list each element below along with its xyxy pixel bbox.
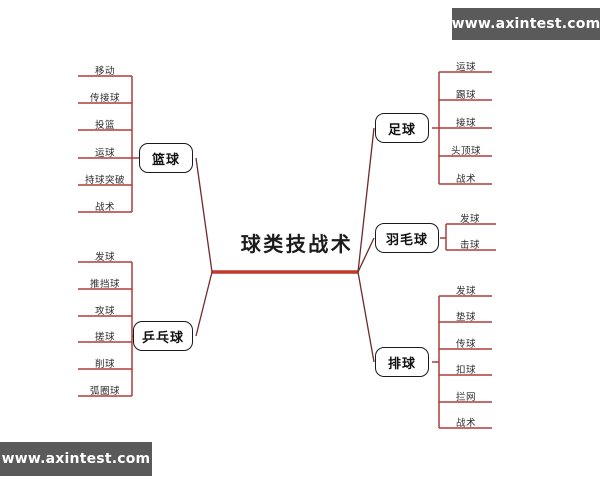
branch-line-football bbox=[357, 127, 375, 273]
leaf-football-2[interactable]: 接球 bbox=[455, 118, 477, 129]
leaf-basketball-5[interactable]: 战术 bbox=[94, 202, 116, 213]
leaf-table-tennis-3[interactable]: 搓球 bbox=[94, 332, 116, 343]
branch-label-table-tennis: 乒乓球 bbox=[141, 330, 184, 346]
leaf-table-tennis-4[interactable]: 削球 bbox=[94, 359, 116, 370]
branch-label-football: 足球 bbox=[387, 122, 416, 138]
leaf-volleyball-3[interactable]: 扣球 bbox=[455, 365, 477, 376]
leaf-football-3[interactable]: 头顶球 bbox=[450, 146, 482, 157]
branch-node-badminton[interactable]: 羽毛球 bbox=[375, 223, 439, 253]
leaf-football-1[interactable]: 踢球 bbox=[455, 90, 477, 101]
branch-node-basketball[interactable]: 篮球 bbox=[139, 143, 193, 173]
leaf-volleyball-2[interactable]: 传球 bbox=[455, 339, 477, 350]
leaf-basketball-4[interactable]: 持球突破 bbox=[84, 175, 126, 186]
leaf-table-tennis-1[interactable]: 推挡球 bbox=[89, 279, 121, 290]
branch-label-basketball: 篮球 bbox=[151, 152, 180, 168]
leaf-basketball-0[interactable]: 移动 bbox=[94, 66, 116, 77]
branch-line-volleyball bbox=[357, 271, 375, 363]
watermark-top-right: www.axintest.com bbox=[452, 8, 600, 40]
branch-label-badminton: 羽毛球 bbox=[385, 232, 428, 248]
leaf-basketball-3[interactable]: 运球 bbox=[94, 148, 116, 159]
branch-node-volleyball[interactable]: 排球 bbox=[375, 347, 429, 377]
leaf-volleyball-0[interactable]: 发球 bbox=[455, 286, 477, 297]
center-node[interactable]: 球类技战术 bbox=[232, 222, 362, 262]
watermark-top-right-text: www.axintest.com bbox=[451, 16, 600, 32]
leaf-football-4[interactable]: 战术 bbox=[455, 174, 477, 185]
leaf-volleyball-1[interactable]: 垫球 bbox=[455, 312, 477, 323]
branch-line-badminton bbox=[357, 237, 375, 273]
branch-line-table-tennis bbox=[195, 271, 213, 337]
leaf-basketball-2[interactable]: 投篮 bbox=[94, 120, 116, 131]
leaf-basketball-1[interactable]: 传接球 bbox=[89, 93, 121, 104]
branch-label-volleyball: 排球 bbox=[387, 356, 416, 372]
leaf-badminton-0[interactable]: 发球 bbox=[459, 214, 481, 225]
center-node-label: 球类技战术 bbox=[240, 231, 354, 256]
leaf-volleyball-5[interactable]: 战术 bbox=[455, 418, 477, 429]
branch-node-table-tennis[interactable]: 乒乓球 bbox=[133, 321, 193, 351]
leaf-badminton-1[interactable]: 击球 bbox=[459, 240, 481, 251]
leaf-table-tennis-0[interactable]: 发球 bbox=[94, 252, 116, 263]
leaf-football-0[interactable]: 运球 bbox=[455, 62, 477, 73]
leaf-table-tennis-2[interactable]: 攻球 bbox=[94, 306, 116, 317]
branch-node-football[interactable]: 足球 bbox=[375, 113, 429, 143]
watermark-bottom-left: www.axintest.com bbox=[0, 442, 152, 476]
leaf-volleyball-4[interactable]: 拦网 bbox=[455, 392, 477, 403]
branch-line-basketball bbox=[195, 157, 213, 273]
watermark-bottom-left-text: www.axintest.com bbox=[1, 451, 151, 467]
leaf-table-tennis-5[interactable]: 弧圈球 bbox=[89, 386, 121, 397]
